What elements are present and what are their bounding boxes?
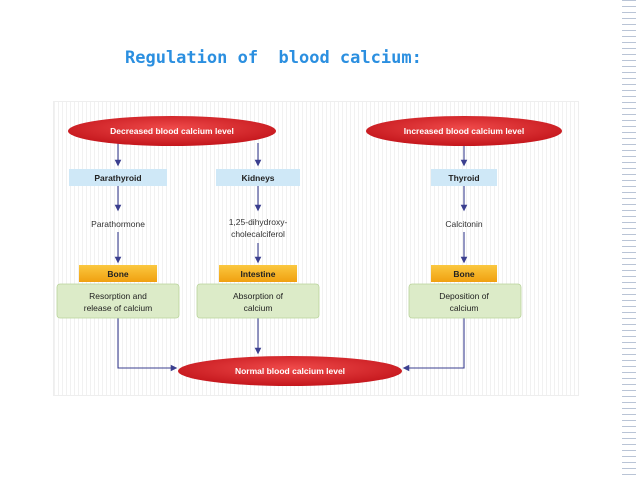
normal-calcium-ellipse (178, 356, 402, 386)
connector-lines (114, 143, 468, 372)
dihydroxy-label-line2: cholecalciferol (231, 229, 285, 239)
absorption-label-line2: calcium (244, 303, 273, 313)
thyroid-box (431, 169, 497, 186)
resorption-label-line2: release of calcium (84, 303, 153, 313)
arrow-resorption-to-normal (117, 318, 178, 372)
slide-title: Regulation of blood calcium: (125, 48, 422, 68)
calcitonin-label: Calcitonin (445, 219, 483, 229)
deposition-label-line1: Deposition of (439, 291, 489, 301)
dihydroxy-label-line1: 1,25-dihydroxy- (229, 217, 288, 227)
absorption-label-line1: Absorption of (233, 291, 284, 301)
calcium-regulation-diagram: Decreased blood calcium level Increased … (53, 101, 579, 396)
bone-left-label: Bone (107, 269, 129, 279)
intestine-label: Intestine (241, 269, 276, 279)
deposition-label-line2: calcium (450, 303, 479, 313)
normal-calcium-label: Normal blood calcium level (235, 366, 345, 376)
absorption-box (196, 283, 320, 319)
bone-right-box (431, 265, 497, 282)
intestine-box (219, 265, 297, 282)
bone-left-box (79, 265, 157, 282)
diagram-svg: Decreased blood calcium level Increased … (56, 116, 562, 386)
resorption-box (56, 283, 180, 319)
kidneys-label: Kidneys (241, 173, 274, 183)
thyroid-label: Thyroid (448, 173, 479, 183)
increased-calcium-label: Increased blood calcium level (404, 126, 524, 136)
arrow-deposition-to-normal (402, 318, 465, 372)
kidneys-box (216, 169, 300, 186)
parathormone-label: Parathormone (91, 219, 145, 229)
decorative-border (616, 0, 638, 479)
decreased-calcium-label: Decreased blood calcium level (110, 126, 234, 136)
increased-calcium-ellipse (366, 116, 562, 146)
bone-right-label: Bone (453, 269, 475, 279)
decreased-calcium-ellipse (68, 116, 276, 146)
resorption-label-line1: Resorption and (89, 291, 147, 301)
parathyroid-label: Parathyroid (94, 173, 141, 183)
parathyroid-box (69, 169, 167, 186)
deposition-box (408, 283, 522, 319)
